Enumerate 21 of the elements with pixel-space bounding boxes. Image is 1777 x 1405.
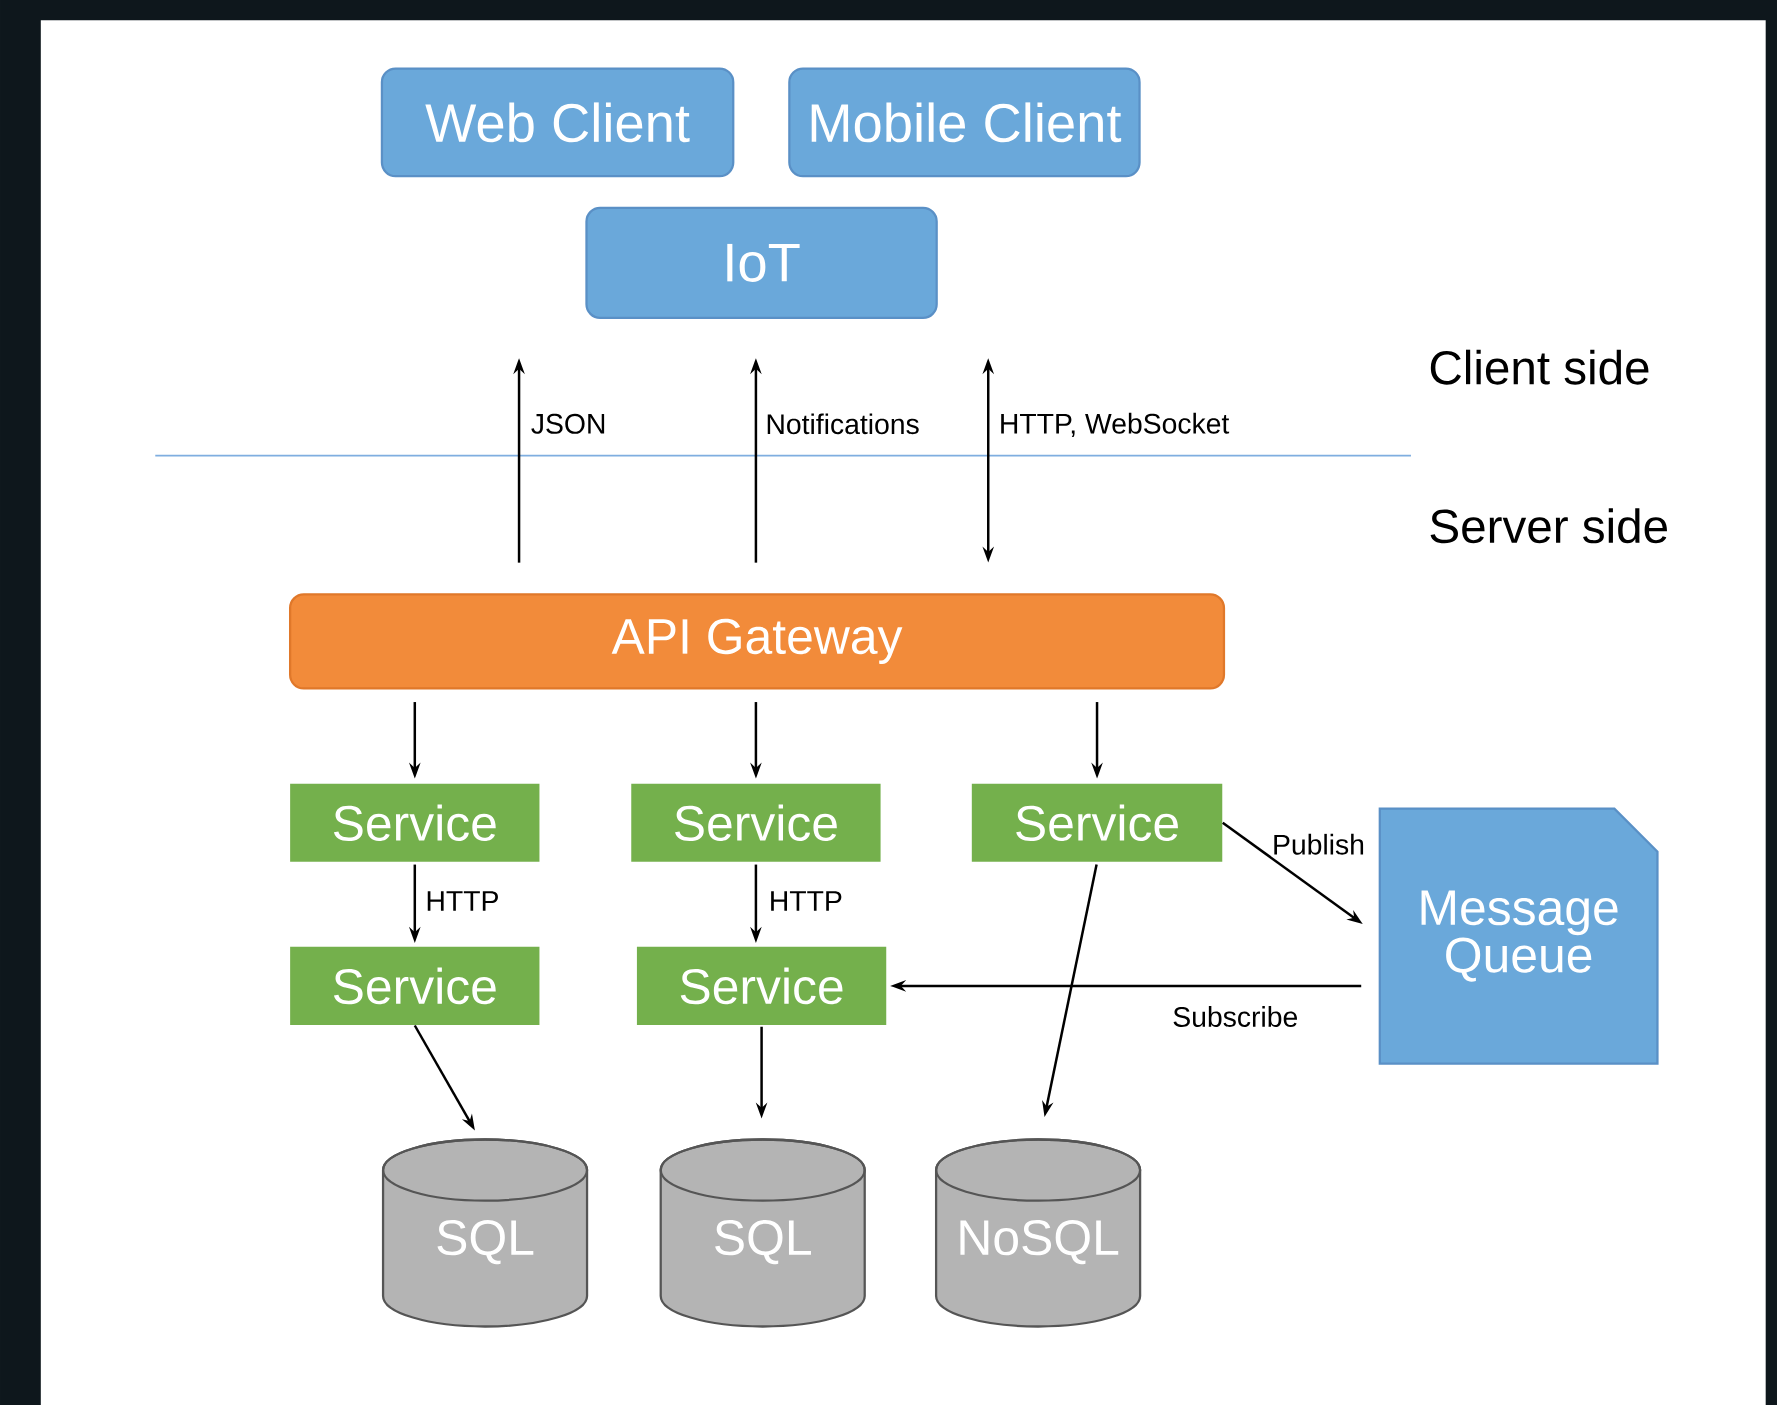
side-label: Client side [1430,349,1649,385]
service-box: Service [636,946,887,1025]
database-cylinder: SQL [381,1138,589,1328]
edge-label: Subscribe [1173,1006,1297,1027]
edge-label: HTTP [427,891,498,911]
edge-label: HTTP [771,891,842,911]
client-box: Mobile Client [788,67,1141,178]
gateway-box: API Gateway [289,593,1226,690]
service-box: Service [290,946,540,1025]
edge-label: Publish [1274,833,1364,855]
database-cylinder: SQL [659,1138,866,1328]
edge-label: Notifications [767,413,919,435]
side-label: Server side [1430,508,1667,544]
service-box: Service [290,783,540,862]
service-box: Service [971,783,1223,862]
edge-label: HTTP, WebSocket [1001,412,1230,437]
database-cylinder: NoSQL [934,1138,1142,1328]
client-box: IoT [585,206,938,319]
client-box: Web Client [380,67,735,178]
edge-label: JSON [531,413,605,434]
service-box: Service [631,783,881,862]
